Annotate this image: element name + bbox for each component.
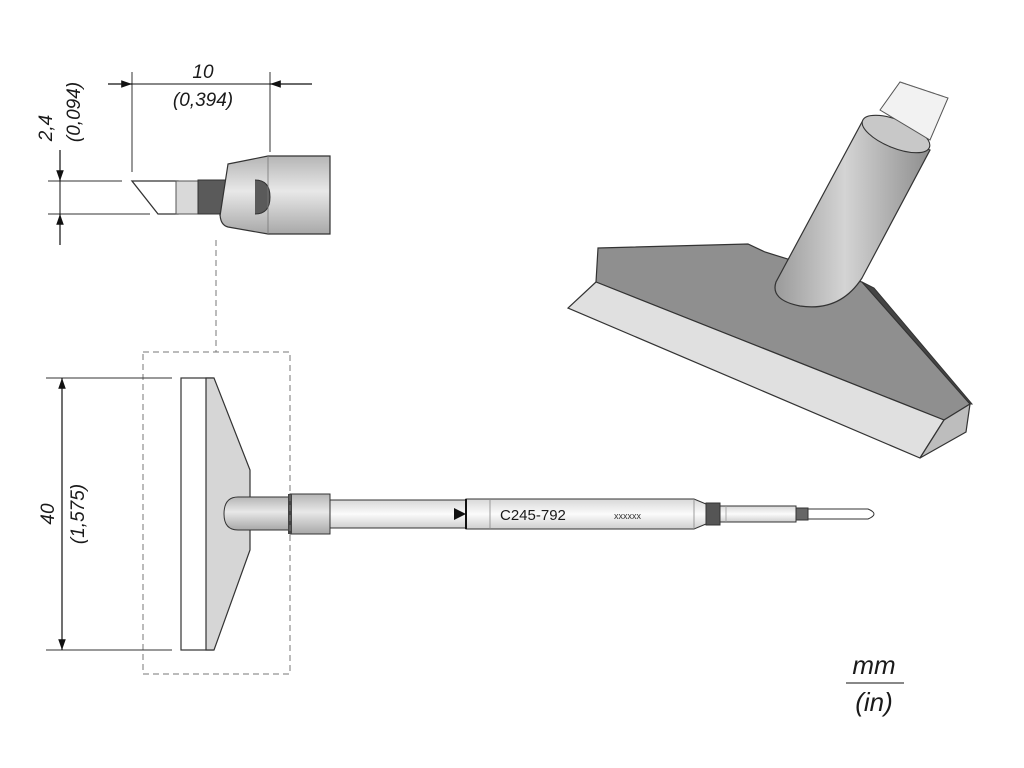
thickness-in-label: (0,094): [64, 82, 85, 142]
thickness-dimension: 2,4 (0,094): [36, 82, 150, 245]
side-view: [130, 155, 331, 235]
length-mm-label: 10: [192, 62, 214, 83]
length-in-label: (0,394): [173, 90, 233, 111]
side-view-blade-band: [175, 180, 199, 215]
side-view-blade-tip: [130, 180, 179, 215]
front-view: C245-792 xxxxxx: [142, 351, 875, 675]
isometric-view: [566, 81, 974, 459]
length-dimension: 10 (0,394): [108, 62, 312, 172]
part-code-label: C245-792: [500, 507, 566, 524]
isometric-neck: [774, 121, 931, 308]
width-in-label: (1,575): [68, 484, 89, 544]
unit-secondary-label: (in): [855, 687, 893, 717]
width-dimension: 40 (1,575): [38, 377, 172, 651]
direction-arrow-icon: [454, 508, 466, 520]
units-legend: mm (in): [846, 650, 904, 717]
unit-primary-label: mm: [852, 650, 895, 680]
front-shaft: [329, 499, 467, 529]
front-pin-tip: [807, 508, 875, 520]
front-neck: [223, 496, 291, 531]
part-marking-label: xxxxxx: [614, 511, 642, 521]
detail-box: [142, 351, 291, 675]
front-pin: [719, 505, 797, 523]
side-view-collar: [219, 155, 331, 235]
blade-end-face: [919, 402, 971, 459]
thickness-mm-label: 2,4: [36, 115, 57, 142]
width-mm-label: 40: [38, 503, 59, 525]
front-collar: [289, 493, 331, 535]
